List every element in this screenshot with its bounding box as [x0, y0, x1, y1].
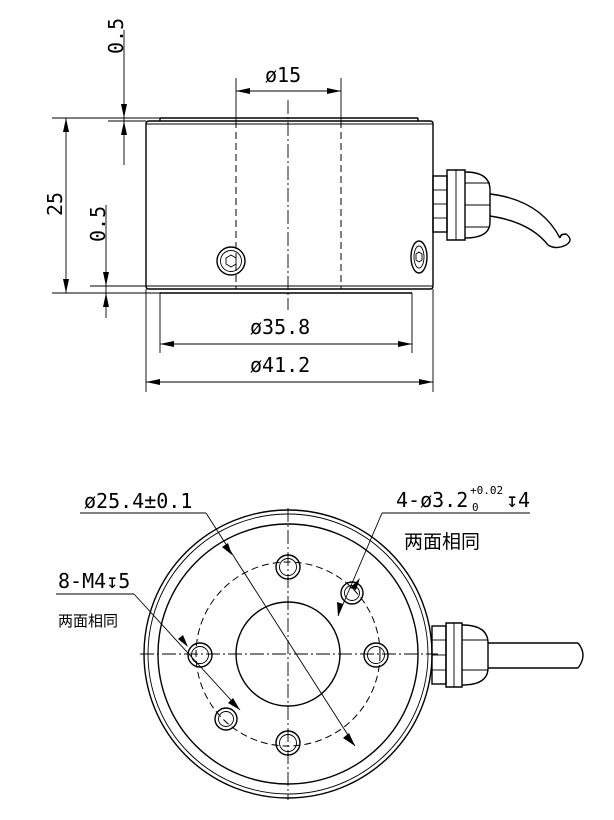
cable-gland-icon	[431, 622, 489, 688]
callout-pin-holes-depth: ↧4	[506, 488, 530, 512]
callout-pin-holes-note: 两面相同	[404, 531, 480, 553]
dim-outer-dia: ø41.2	[145, 289, 434, 392]
body-outline	[145, 120, 434, 290]
dim-top-gap-label: 0.5	[104, 18, 128, 54]
dim-bore-label: ø15	[265, 63, 301, 87]
dim-inner-dia: ø35.8	[159, 293, 413, 353]
dim-height: 25	[43, 117, 160, 294]
callout-threads: 8-M4↧5 两面相同	[56, 569, 241, 711]
side-screw-icon	[410, 240, 428, 274]
cable	[489, 193, 561, 239]
threaded-hole-icon	[363, 642, 389, 668]
pin-hole-icon	[214, 707, 238, 731]
pin-hole-icon	[340, 581, 364, 605]
callout-pin-holes: 4-ø3.2 +0.02 0 ↧4 两面相同	[337, 484, 530, 617]
cable-end	[547, 233, 571, 249]
callout-threads-note: 两面相同	[58, 612, 118, 630]
threaded-hole-icon	[187, 642, 213, 668]
callout-pin-holes-label: 4-ø3.2	[396, 488, 468, 512]
dim-bolt-circle: ø25.4±0.1	[80, 489, 356, 747]
dim-bore: ø15	[235, 63, 342, 121]
threaded-hole-icon	[275, 730, 301, 756]
callout-threads-label: 8-M4↧5	[58, 569, 130, 593]
side-view: 0.5 ø15 25 0.5	[43, 18, 571, 392]
callout-pin-holes-tol-upper: +0.02	[470, 484, 503, 497]
dim-bolt-circle-label: ø25.4±0.1	[84, 489, 192, 513]
dim-top-gap: 0.5	[104, 18, 160, 165]
dim-height-label: 25	[43, 192, 67, 216]
cable-end	[577, 642, 584, 669]
dim-inner-dia-label: ø35.8	[250, 315, 310, 339]
bottom-view: ø25.4±0.1 4-ø3.2 +0.02 0 ↧4 两面相同 8-M4↧5 …	[56, 484, 584, 800]
callout-pin-holes-tol-lower: 0	[472, 501, 479, 514]
threaded-hole-icon	[275, 554, 301, 580]
cable-gland-icon	[432, 169, 491, 241]
dim-outer-dia-label: ø41.2	[250, 353, 310, 377]
socket-screw-icon	[216, 246, 246, 276]
dim-bottom-gap: 0.5	[86, 205, 160, 318]
cable-lower	[489, 215, 549, 246]
dim-bottom-gap-label: 0.5	[86, 206, 110, 242]
